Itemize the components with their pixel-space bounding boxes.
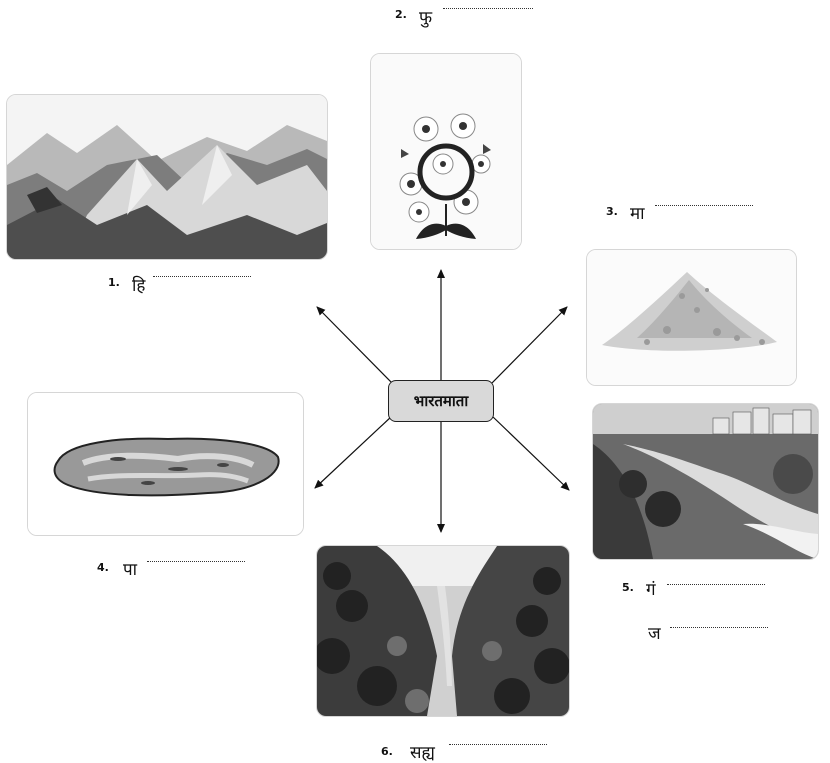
item-5-answer-blank[interactable] xyxy=(667,584,765,585)
item-3-number: 3. xyxy=(606,205,618,218)
item-6-prefix: सह्य xyxy=(410,743,435,763)
center-label: भारतमाता xyxy=(413,392,469,410)
ganga-river-image xyxy=(592,403,819,560)
soil-heap-image xyxy=(586,249,797,386)
item-1-answer-blank[interactable] xyxy=(153,276,251,277)
item-5-prefix: गं xyxy=(646,580,656,600)
item-5-answer-blank-2[interactable] xyxy=(670,627,768,628)
item-5-number: 5. xyxy=(622,581,634,594)
item-5-prefix-2: ज xyxy=(648,624,661,644)
item-1-number: 1. xyxy=(108,276,120,289)
sahyadri-valley-image xyxy=(316,545,570,717)
arrow-down-left xyxy=(314,415,393,489)
item-3-answer-blank[interactable] xyxy=(655,205,753,206)
item-2-prefix: फु xyxy=(419,8,433,28)
item-6-number: 6. xyxy=(381,745,393,758)
arrow-down-right xyxy=(491,415,570,491)
arrow-up-right xyxy=(491,306,568,384)
item-4-number: 4. xyxy=(97,561,109,574)
item-4-prefix: पा xyxy=(123,560,138,580)
pond-image xyxy=(27,392,304,536)
himalaya-image xyxy=(6,94,328,260)
item-1-prefix: हि xyxy=(132,276,146,296)
arrow-up-left xyxy=(316,306,393,384)
item-2-answer-blank[interactable] xyxy=(443,8,533,9)
center-label-box: भारतमाता xyxy=(388,380,494,422)
item-2-number: 2. xyxy=(395,8,407,21)
item-3-prefix: मा xyxy=(630,204,645,224)
item-4-answer-blank[interactable] xyxy=(147,561,245,562)
item-6-answer-blank[interactable] xyxy=(449,744,547,745)
flowers-image xyxy=(370,53,522,250)
